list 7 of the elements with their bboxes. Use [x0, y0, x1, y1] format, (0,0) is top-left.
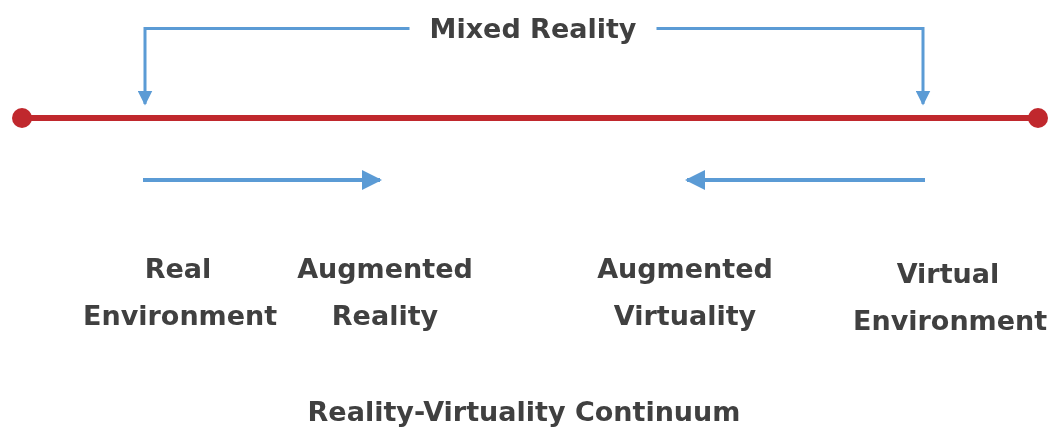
arrow: [137, 27, 410, 106]
arrow: [656, 27, 931, 106]
stage-label: Augmented Virtuality: [596, 252, 774, 333]
stage-label: Augmented Reality: [296, 252, 474, 333]
text-label: Mixed Reality: [409, 5, 657, 52]
continuum-line: [12, 108, 1048, 128]
caption: Reality-Virtuality Continuum: [307, 395, 741, 429]
